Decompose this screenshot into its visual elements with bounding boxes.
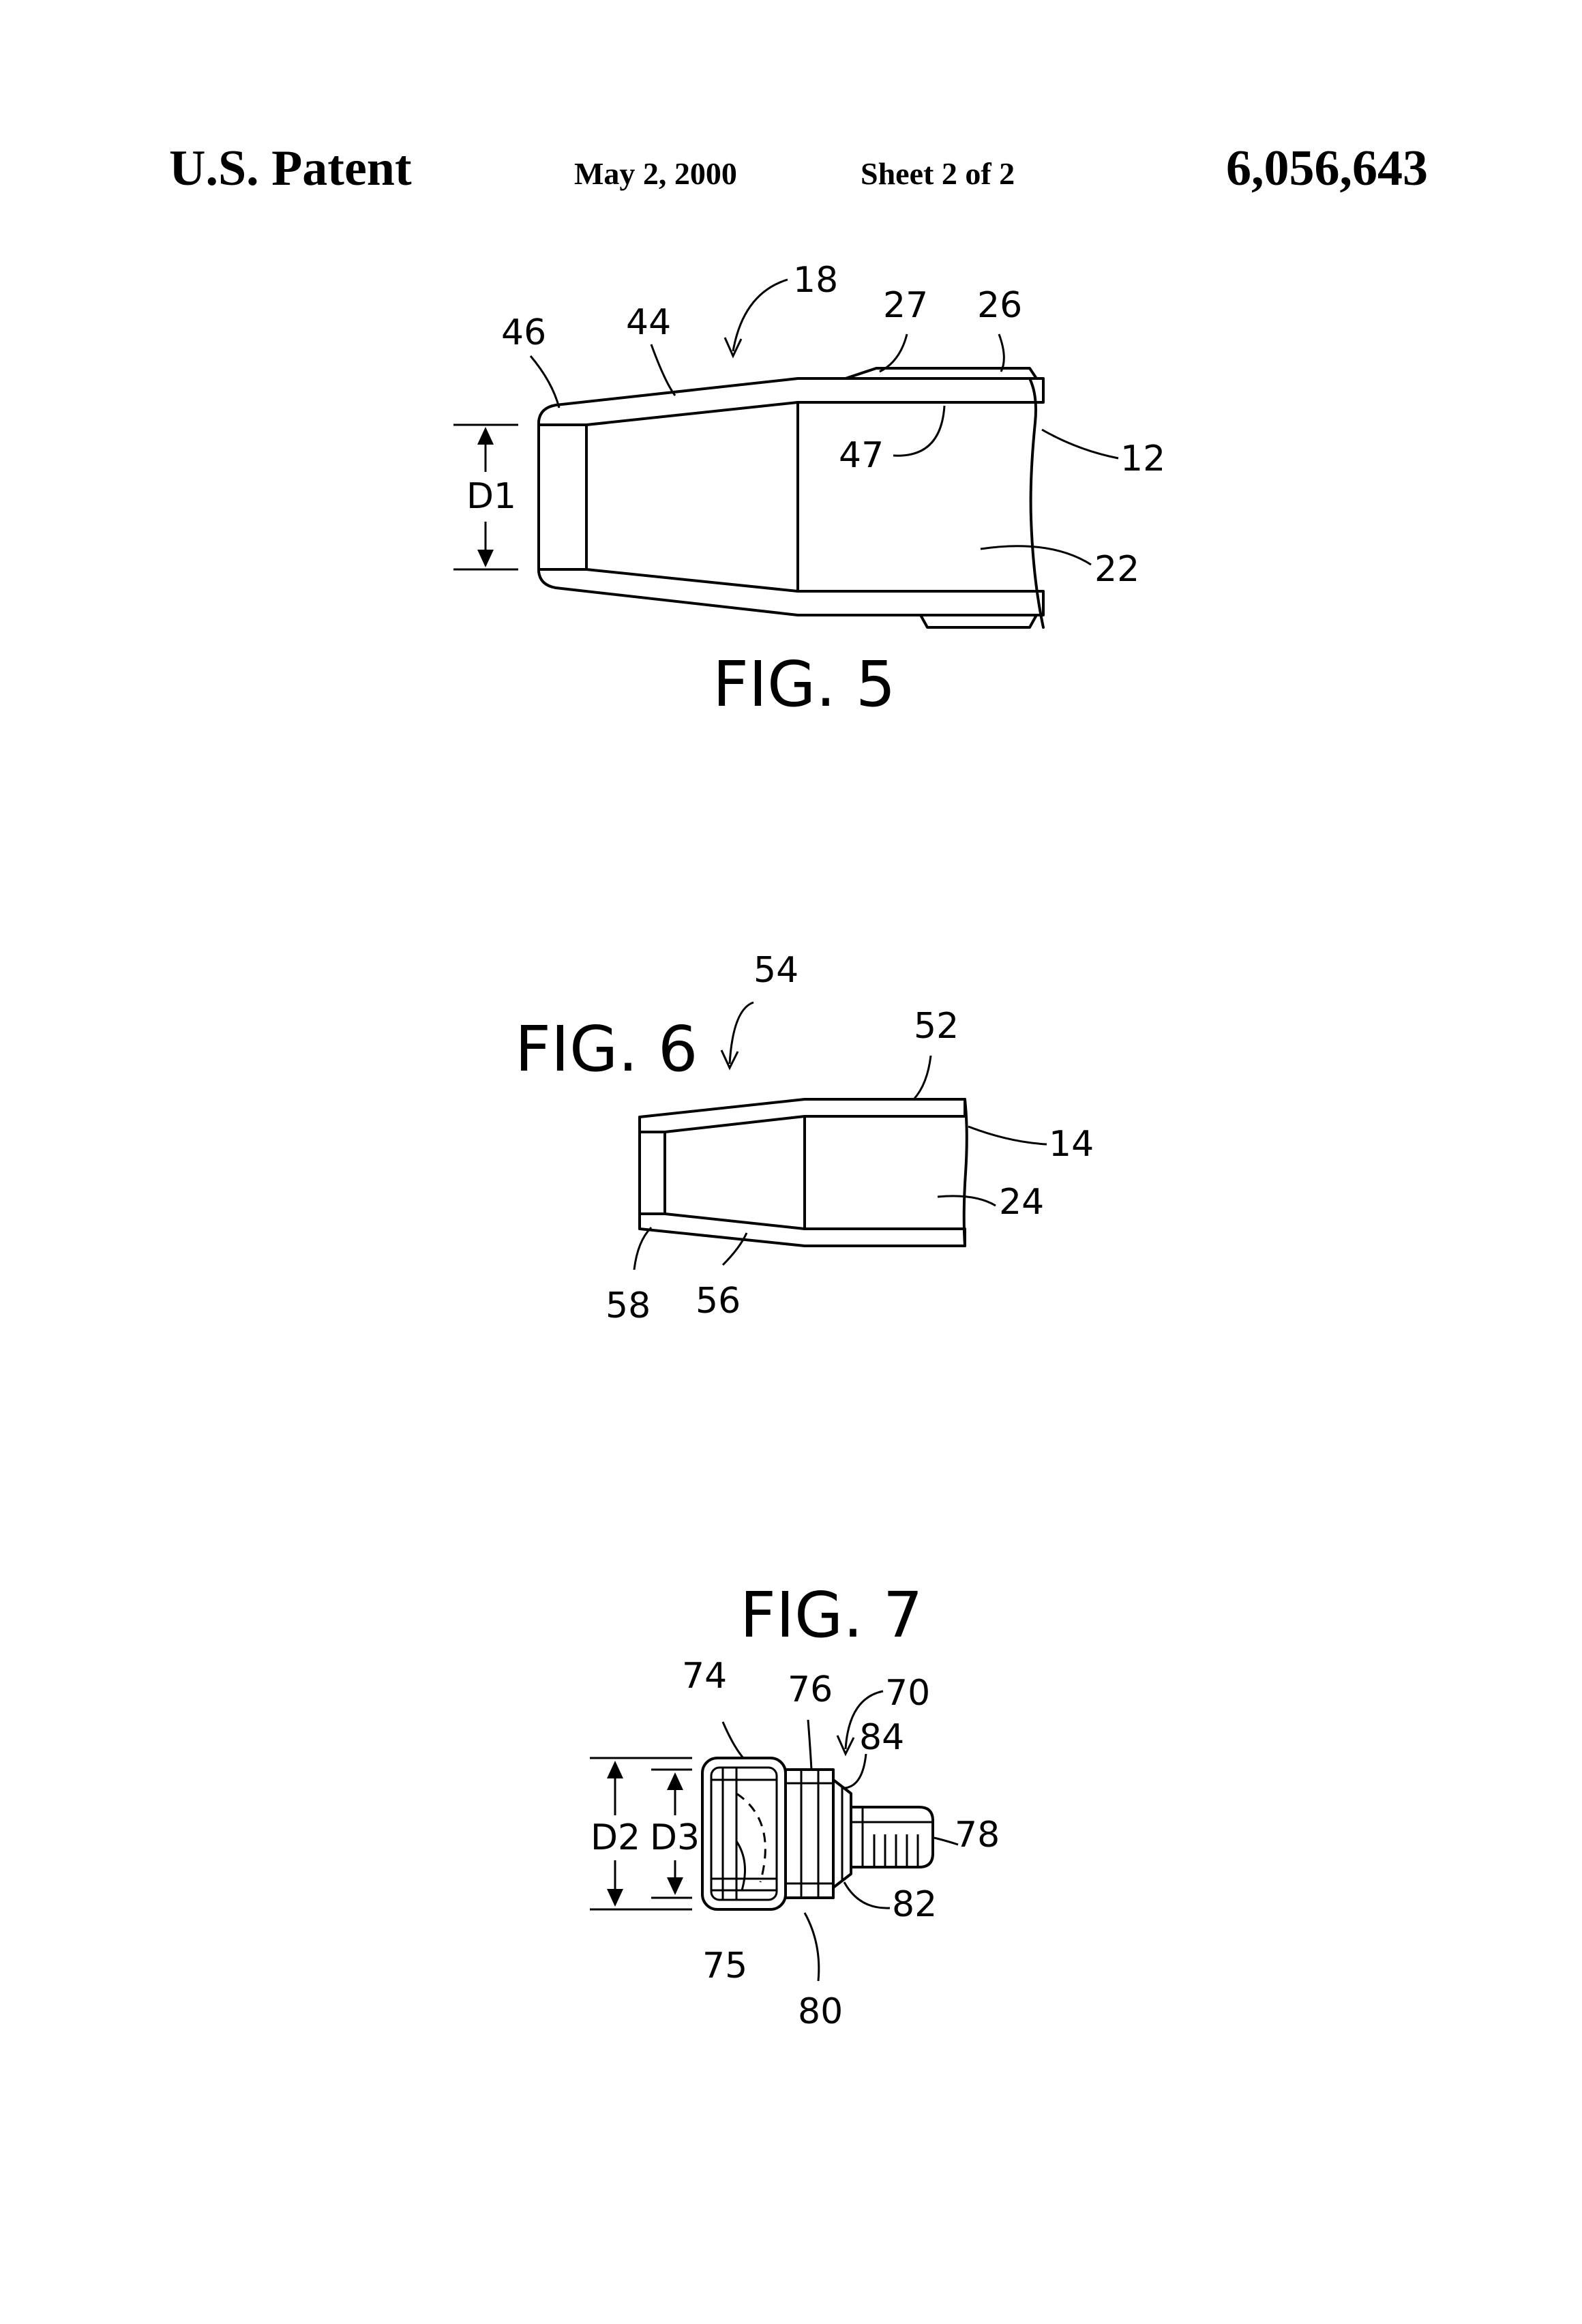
header-patent-label: U.S. Patent <box>169 140 412 196</box>
fig7-label-78: 78 <box>955 1815 1000 1856</box>
fig7-label-80: 80 <box>798 1991 843 2032</box>
fig5-label-d1: D1 <box>466 476 516 517</box>
fig6-title: FIG. 6 <box>515 1013 698 1086</box>
fig7-label-76: 76 <box>788 1669 833 1710</box>
fig7-label-70: 70 <box>885 1673 930 1714</box>
fig5-label-44: 44 <box>626 302 671 343</box>
fig5-label-47: 47 <box>839 435 884 476</box>
fig5-drawing: 18 46 44 27 26 47 12 22 D1 FIG. 5 <box>453 260 1165 721</box>
fig7-label-82: 82 <box>892 1884 937 1925</box>
fig7-label-75: 75 <box>702 1946 747 1986</box>
fig6-label-24: 24 <box>999 1182 1044 1223</box>
fig6-label-58: 58 <box>606 1285 651 1326</box>
fig6-drawing: 54 52 14 24 58 56 FIG. 6 <box>515 950 1094 1326</box>
fig5-label-18: 18 <box>793 260 838 301</box>
fig5-label-27: 27 <box>883 285 928 326</box>
fig6-label-14: 14 <box>1049 1124 1094 1165</box>
fig7-drawing: 74 76 70 84 78 82 75 80 D2 D3 FIG. 7 <box>590 1579 1000 2032</box>
fig5-label-12: 12 <box>1120 438 1165 479</box>
header-sheet: Sheet 2 of 2 <box>861 156 1015 191</box>
header-date: May 2, 2000 <box>574 156 737 191</box>
fig7-title: FIG. 7 <box>740 1579 923 1652</box>
fig5-label-46: 46 <box>501 312 546 353</box>
fig6-label-52: 52 <box>914 1006 959 1047</box>
fig7-label-84: 84 <box>859 1717 904 1758</box>
fig6-label-54: 54 <box>753 950 799 991</box>
fig5-title: FIG. 5 <box>713 648 895 721</box>
fig5-label-26: 26 <box>977 285 1022 326</box>
fig7-label-d2: D2 <box>591 1817 640 1858</box>
fig5-label-22: 22 <box>1094 549 1139 590</box>
fig6-label-56: 56 <box>696 1281 741 1322</box>
fig7-label-74: 74 <box>682 1656 727 1697</box>
header-patent-number: 6,056,643 <box>1226 140 1428 196</box>
fig7-label-d3: D3 <box>650 1817 700 1858</box>
